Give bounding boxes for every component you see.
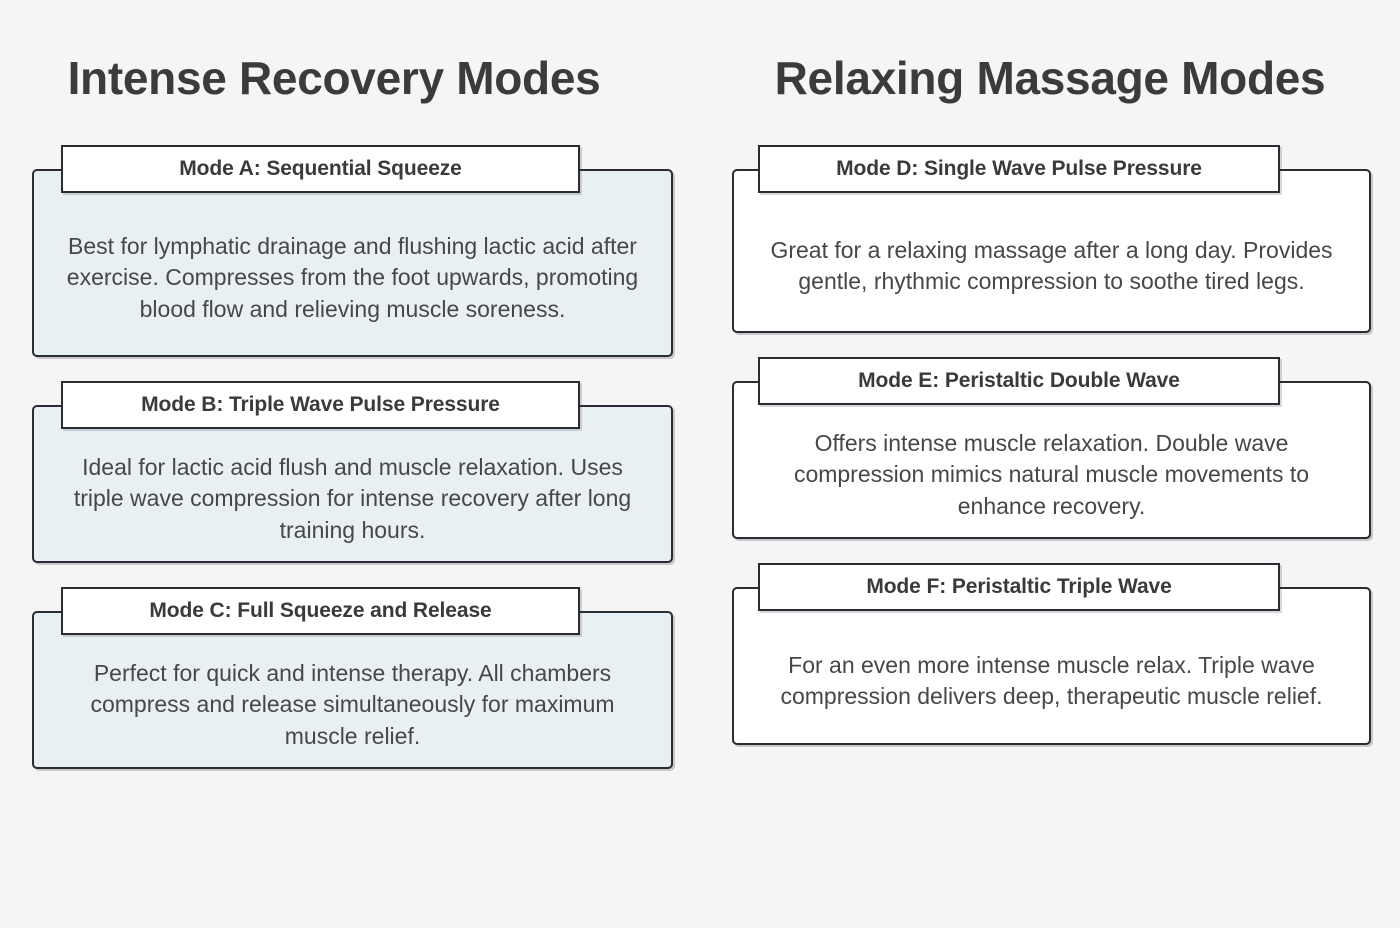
mode-card-a-body: Best for lymphatic drainage and flushing…	[32, 169, 673, 358]
mode-card-d-body: Great for a relaxing massage after a lon…	[732, 169, 1371, 334]
mode-card-b-body: Ideal for lactic acid flush and muscle r…	[32, 405, 673, 564]
mode-card-d-title: Mode D: Single Wave Pulse Pressure	[836, 157, 1202, 181]
mode-card-e-description: Offers intense muscle relaxation. Double…	[793, 429, 1310, 520]
mode-card-d-description: Great for a relaxing massage after a lon…	[770, 236, 1333, 295]
column-intense-recovery: Intense Recovery Modes Best for lymphati…	[0, 52, 700, 770]
mode-card-b[interactable]: Ideal for lactic acid flush and muscle r…	[0, 381, 700, 564]
mode-card-a-header[interactable]: Mode A: Sequential Squeeze	[61, 145, 580, 194]
mode-card-c-header[interactable]: Mode C: Full Squeeze and Release	[61, 587, 580, 636]
mode-card-b-description: Ideal for lactic acid flush and muscle r…	[73, 453, 632, 544]
mode-card-e[interactable]: Offers intense muscle relaxation. Double…	[700, 357, 1400, 540]
mode-card-d[interactable]: Great for a relaxing massage after a lon…	[700, 145, 1400, 334]
mode-card-f-title: Mode F: Peristaltic Triple Wave	[866, 575, 1172, 599]
mode-card-b-header[interactable]: Mode B: Triple Wave Pulse Pressure	[61, 381, 580, 430]
mode-card-c-title: Mode C: Full Squeeze and Release	[149, 599, 492, 623]
mode-card-b-title: Mode B: Triple Wave Pulse Pressure	[141, 393, 500, 417]
mode-card-f[interactable]: For an even more intense muscle relax. T…	[700, 563, 1400, 746]
mode-card-e-body: Offers intense muscle relaxation. Double…	[732, 381, 1371, 540]
mode-card-c-description: Perfect for quick and intense therapy. A…	[90, 659, 615, 750]
mode-card-c[interactable]: Perfect for quick and intense therapy. A…	[0, 587, 700, 770]
mode-card-f-header[interactable]: Mode F: Peristaltic Triple Wave	[758, 563, 1280, 612]
mode-card-f-description: For an even more intense muscle relax. T…	[780, 651, 1323, 710]
mode-card-a-description: Best for lymphatic drainage and flushing…	[66, 232, 639, 323]
mode-card-a-title: Mode A: Sequential Squeeze	[179, 157, 462, 181]
card-list-relaxing-massage: Great for a relaxing massage after a lon…	[700, 145, 1400, 746]
mode-card-e-title: Mode E: Peristaltic Double Wave	[858, 369, 1180, 393]
mode-card-c-body: Perfect for quick and intense therapy. A…	[32, 611, 673, 770]
column-title-relaxing-massage: Relaxing Massage Modes	[774, 52, 1326, 104]
column-relaxing-massage: Relaxing Massage Modes Great for a relax…	[700, 0, 1400, 928]
mode-card-d-header[interactable]: Mode D: Single Wave Pulse Pressure	[758, 145, 1280, 194]
column-title-intense-recovery: Intense Recovery Modes	[67, 52, 601, 104]
mode-card-e-header[interactable]: Mode E: Peristaltic Double Wave	[758, 357, 1280, 406]
mode-card-a[interactable]: Best for lymphatic drainage and flushing…	[0, 145, 700, 358]
card-list-intense-recovery: Best for lymphatic drainage and flushing…	[0, 145, 700, 770]
mode-card-f-body: For an even more intense muscle relax. T…	[732, 587, 1371, 746]
